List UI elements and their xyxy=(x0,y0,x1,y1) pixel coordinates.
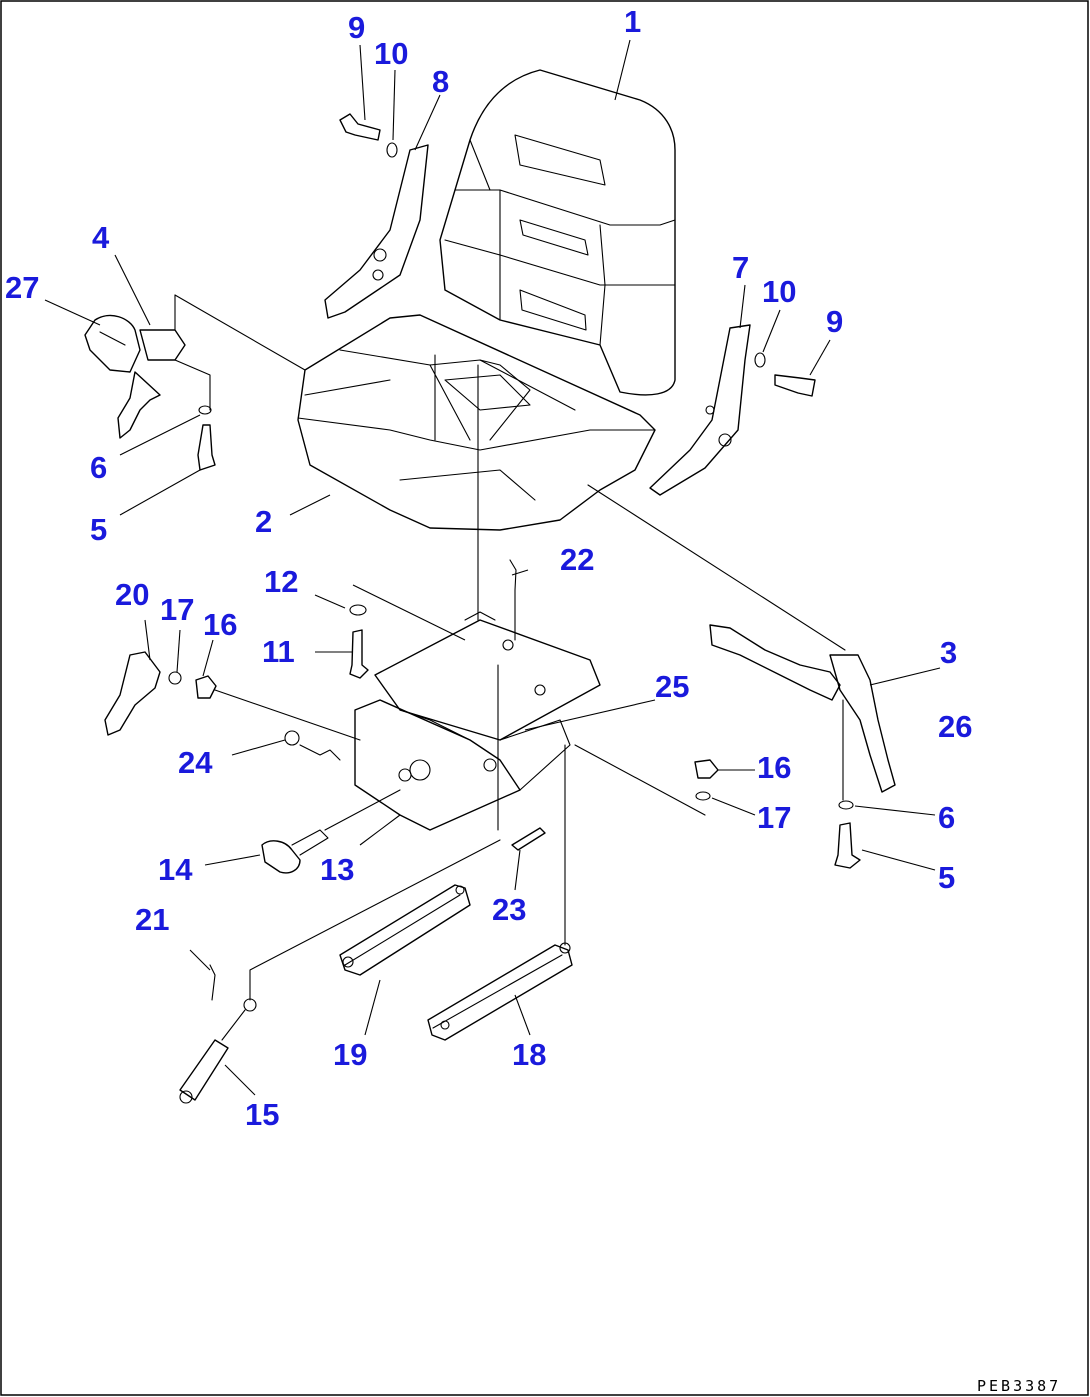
callout-23: 23 xyxy=(492,892,526,927)
callout-labels: 1 2 3 4 5 5 6 6 7 8 9 9 10 10 11 12 13 1… xyxy=(5,4,972,1132)
callout-17-left: 17 xyxy=(160,592,194,627)
callout-21: 21 xyxy=(135,902,169,937)
callout-17-right: 17 xyxy=(757,800,791,835)
callout-1: 1 xyxy=(624,4,641,39)
callout-20: 20 xyxy=(115,577,149,612)
pin-22 xyxy=(502,559,517,651)
seat-cushion xyxy=(297,314,656,531)
part-24 xyxy=(284,730,341,761)
assembly-lines xyxy=(434,354,706,946)
bolt-11 xyxy=(349,584,466,679)
adjust-knob-14 xyxy=(261,789,401,874)
lever-20 xyxy=(104,651,361,741)
callout-2: 2 xyxy=(255,504,272,539)
callout-22: 22 xyxy=(560,542,594,577)
callout-15: 15 xyxy=(245,1097,279,1132)
callout-9-right: 9 xyxy=(826,304,843,339)
callout-19: 19 xyxy=(333,1037,367,1072)
left-seatbelt-assembly xyxy=(84,294,306,471)
right-seatbelt-assembly xyxy=(587,484,896,869)
callout-14: 14 xyxy=(158,852,193,887)
callout-6-right: 6 xyxy=(938,800,955,835)
callout-8: 8 xyxy=(432,64,449,99)
callout-27: 27 xyxy=(5,270,39,305)
callout-6-left: 6 xyxy=(90,450,107,485)
callout-leaders xyxy=(44,39,941,1096)
slide-rail-19 xyxy=(339,884,471,976)
callout-16-left: 16 xyxy=(203,607,237,642)
callout-7: 7 xyxy=(732,250,749,285)
callout-25: 25 xyxy=(655,669,689,704)
bolt-9-left xyxy=(339,113,398,158)
callout-5-right: 5 xyxy=(938,860,955,895)
callout-4: 4 xyxy=(92,220,110,255)
suspension-base xyxy=(354,611,601,831)
pin-21 xyxy=(209,964,216,1001)
drawing-code: PEB3387 xyxy=(977,1377,1061,1395)
callout-24: 24 xyxy=(178,745,213,780)
callout-3: 3 xyxy=(940,635,957,670)
backrest xyxy=(439,69,676,396)
bolt-9-right xyxy=(754,352,816,397)
callout-26: 26 xyxy=(938,709,972,744)
callout-5-left: 5 xyxy=(90,512,107,547)
callout-12: 12 xyxy=(264,564,298,599)
callout-10-right: 10 xyxy=(762,274,796,309)
left-hinge-bracket xyxy=(324,144,429,319)
callout-11: 11 xyxy=(262,634,295,669)
callout-10-left: 10 xyxy=(374,36,408,71)
callout-18: 18 xyxy=(512,1037,546,1072)
slide-rail-18 xyxy=(427,942,573,1041)
nut-16-right xyxy=(694,759,719,801)
callout-16-right: 16 xyxy=(757,750,791,785)
callout-9-left: 9 xyxy=(348,10,365,45)
gas-spring-15 xyxy=(179,839,501,1104)
right-hinge-bracket xyxy=(649,324,751,496)
pin-23 xyxy=(511,827,546,851)
callout-13: 13 xyxy=(320,852,354,887)
